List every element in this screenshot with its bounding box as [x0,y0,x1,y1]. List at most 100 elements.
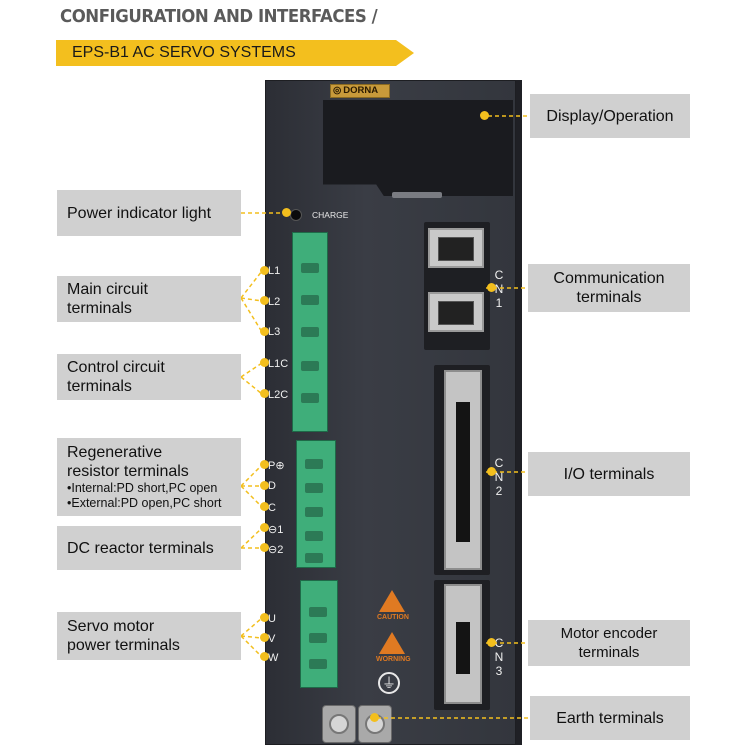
pin-label-l2c: L2C [268,389,289,401]
cn3-digit: 3 [495,664,503,678]
rj45-socket-icon [438,237,474,261]
cn2-label: C N 2 [493,456,505,498]
cn3-encoder-connector [444,584,482,704]
terminal-screw [301,263,319,273]
leader-dc-n1 [240,527,263,549]
motor-power-terminal-block [300,580,338,688]
cn1-rj45-port-lower [428,292,484,332]
leader-motor-v [240,635,263,639]
pin-label-v: V [268,633,276,645]
marker-dot-p [260,460,269,469]
connector-slot [456,622,470,674]
cn3-letter-c: C [494,636,504,650]
marker-dot-l3 [260,327,269,336]
label-io: I/O terminals [528,452,690,496]
pin-label-l1: L1 [268,265,281,277]
cn2-io-connector [444,370,482,570]
earth-ground-icon: ⏚ [378,672,400,694]
label-communication-line1: Communication [553,270,665,287]
logo-mark-icon: ◎ [333,85,342,96]
label-control-circuit: Control circuit terminals [57,354,241,400]
label-main-circuit-line2: terminals [67,300,132,317]
terminal-screw [309,607,327,617]
servo-drive-side [516,80,522,745]
leader-regen-c [240,485,263,508]
pin-label-p: P⊕ [268,460,285,472]
rj45-socket-icon [438,301,474,325]
label-dc-reactor: DC reactor terminals [57,526,241,570]
label-regenerative-line2: resistor terminals [67,463,189,480]
label-control-circuit-line1: Control circuit [67,359,165,376]
marker-dot-cn1 [487,283,496,292]
label-communication: Communication terminals [528,264,690,312]
terminal-screw [305,531,323,541]
pin-label-u: U [268,613,276,625]
cn1-letter-c: C [494,268,504,282]
label-motor-encoder-text: Motor encoder terminals [560,625,658,661]
connector-slot [456,402,470,542]
label-display-operation-text: Display/Operation [546,107,674,125]
pin-label-l1c: L1C [268,358,289,370]
leader-main-l1 [240,270,263,299]
charge-led-icon [290,209,302,221]
marker-dot-display [480,111,489,120]
marker-dot-v [260,633,269,642]
marker-dot-l1c [260,358,269,367]
page-title: CONFIGURATION AND INTERFACES / [60,6,378,27]
label-display-operation: Display/Operation [530,94,690,138]
marker-dot-l1 [260,266,269,275]
marker-dot-power [282,208,291,217]
terminal-screw [301,361,319,371]
marker-dot-u [260,613,269,622]
label-control-circuit-line2: terminals [67,378,132,395]
label-regenerative-line1: Regenerative [67,444,163,461]
caution-label: CAUTION [377,614,409,621]
cn2-letter-n: N [494,470,504,484]
bolt-icon [329,714,349,734]
terminal-screw [301,295,319,305]
terminal-screw [309,633,327,643]
label-servo-motor: Servo motor power terminals [57,612,241,660]
cn1-letter-n: N [494,282,504,296]
cn3-label: C N 3 [493,636,505,678]
label-motor-encoder: Motor encoder terminals [528,620,690,666]
marker-dot-w [260,652,269,661]
terminal-screw [301,393,319,403]
marker-dot-n2 [260,543,269,552]
display-cover-tab [392,192,442,198]
terminal-screw [305,507,323,517]
leader-main-l3 [240,297,263,333]
marker-dot-n1 [260,523,269,532]
label-servo-motor-line1: Servo motor [67,618,155,635]
marker-dot-cn3 [487,638,496,647]
marker-dot-l2 [260,296,269,305]
pin-label-d: D [268,480,276,492]
label-dc-reactor-text: DC reactor terminals [67,539,214,557]
leader-control-l2c [240,376,263,395]
pin-label-n1: ⊖1 [268,524,284,536]
label-regenerative-note-external: •External:PD open,PC short [67,496,222,510]
terminal-screw [305,459,323,469]
cn3-letter-n: N [494,650,504,664]
leader-motor-w [240,635,263,658]
regen-dc-terminal-block [296,440,336,568]
label-power-indicator: Power indicator light [57,190,241,236]
marker-dot-d [260,481,269,490]
leader-control-l1c [240,362,263,378]
label-regenerative: Regenerative resistor terminals •Interna… [57,438,241,516]
terminal-screw [309,659,327,669]
pin-label-w: W [268,652,279,664]
warning-label: WORNING [376,656,411,663]
pin-label-n2: ⊖2 [268,544,284,556]
cn2-letter-c: C [494,456,504,470]
leader-motor-u [240,617,263,637]
label-main-circuit: Main circuit terminals [57,276,241,322]
leader-main-l2 [240,297,263,302]
label-communication-line2: terminals [576,289,642,306]
leader-regen-p [240,464,263,487]
pin-label-l3: L3 [268,326,281,338]
label-main-circuit-line1: Main circuit [67,281,148,298]
brand-logo: ◎ DORNA [330,84,390,98]
cn1-rj45-port-upper [428,228,484,268]
main-control-terminal-block [292,232,328,432]
